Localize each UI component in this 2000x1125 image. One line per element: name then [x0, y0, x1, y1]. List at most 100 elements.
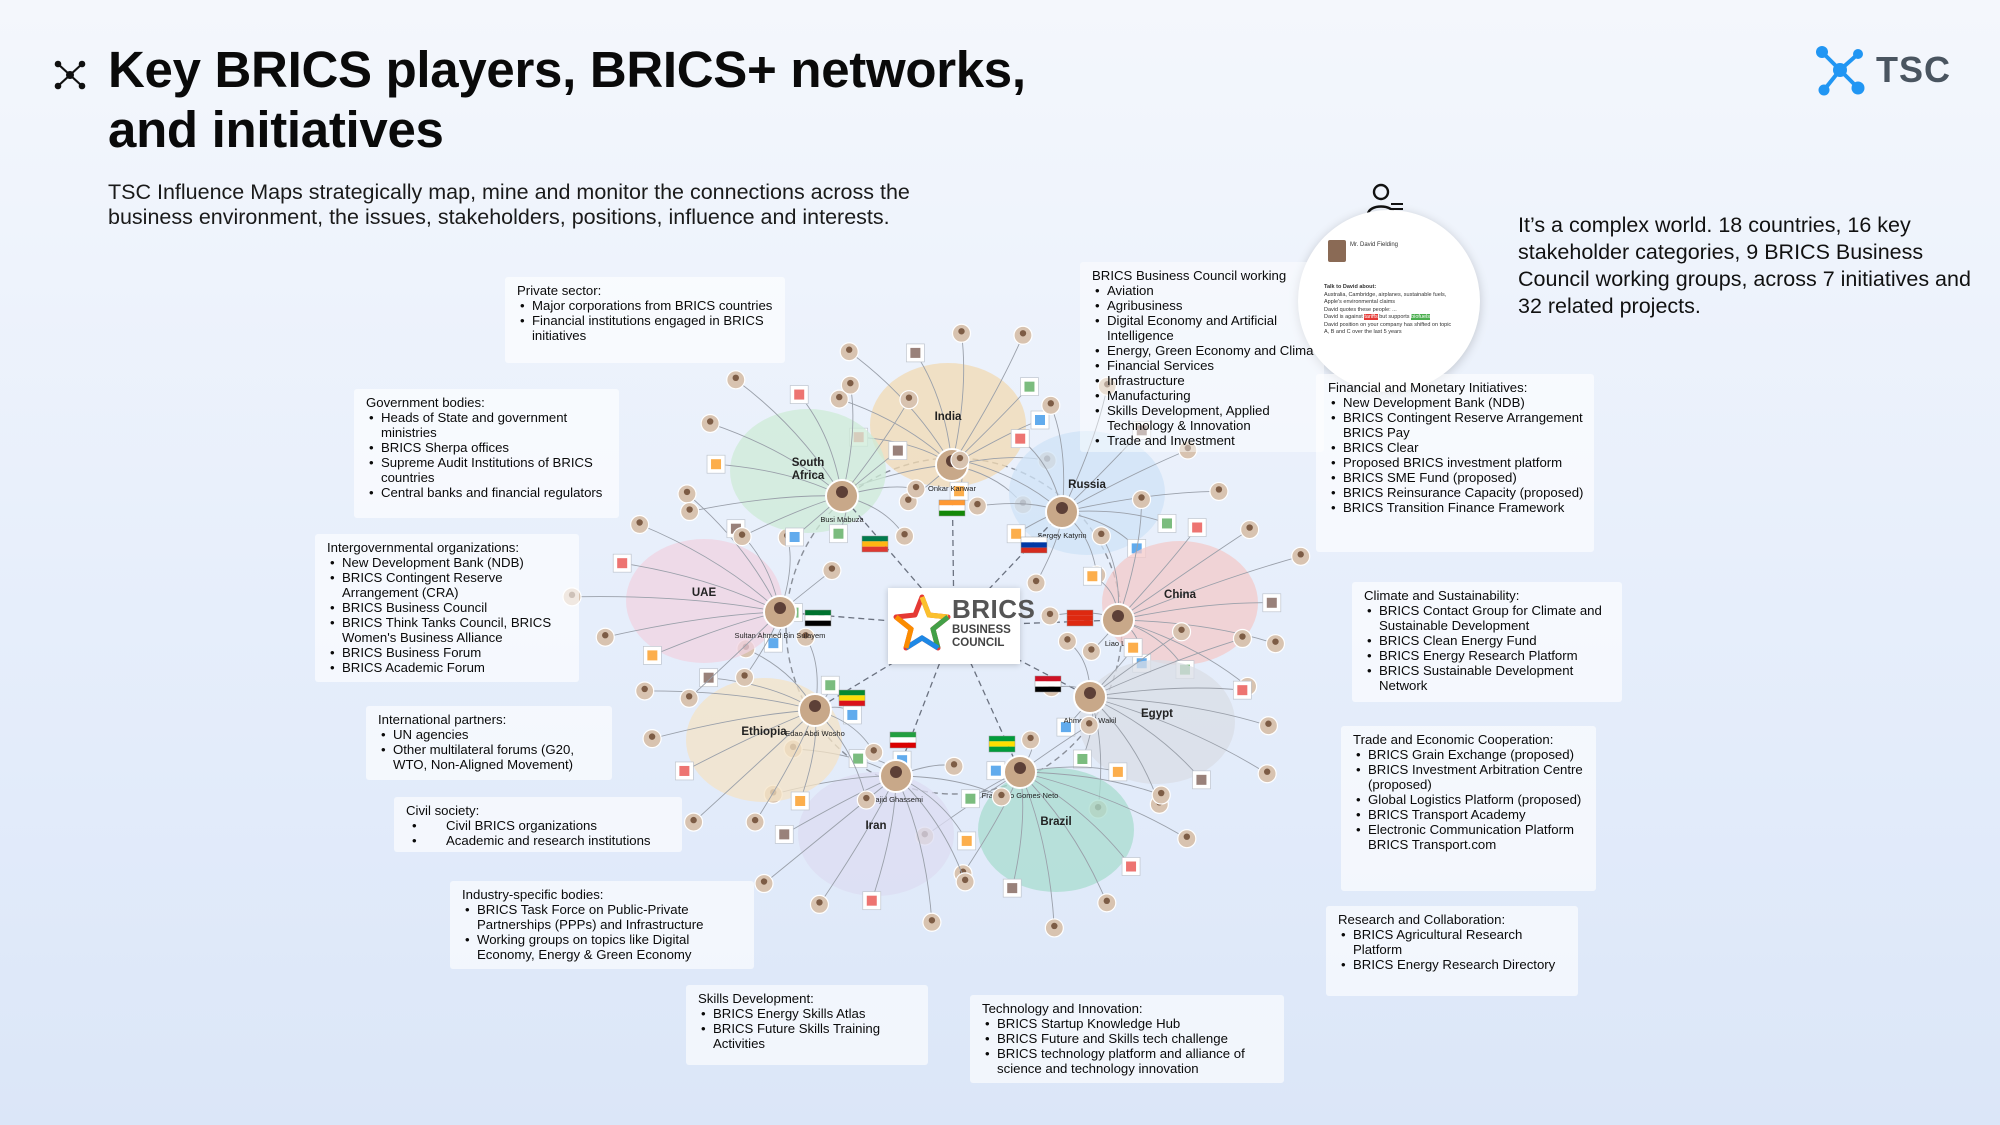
stakeholder-avatar-head	[863, 794, 870, 802]
edge-egypt	[1089, 696, 1269, 727]
flag-stripe	[939, 500, 965, 506]
flag-stripe	[1067, 610, 1093, 616]
panel-list: Heads of State and government ministries…	[366, 410, 609, 500]
edge-brazil	[1019, 771, 1162, 796]
flag-brazil-icon	[988, 735, 1016, 753]
stakeholder-profile-preview[interactable]: Mr. David Fielding Talk to David about: …	[1298, 210, 1480, 392]
panel-list-item: Heads of State and government ministries	[369, 410, 609, 440]
panel-heading: Industry-specific bodies:	[462, 887, 604, 902]
edge-uae	[571, 596, 781, 613]
panel-intergovernmental: Intergovernmental organizations: New Dev…	[315, 534, 579, 682]
organization-logo-mark	[1266, 597, 1277, 608]
stakeholder-avatar-head	[974, 500, 981, 508]
panel-trade-cooperation: Trade and Economic Cooperation: BRICS Gr…	[1341, 726, 1596, 891]
organization-logo-mark	[679, 765, 690, 776]
stakeholder-avatar-head	[1027, 734, 1034, 742]
cluster-brazil	[978, 768, 1134, 892]
panel-list-item: Financial Services	[1095, 358, 1314, 373]
flag-stripe	[1021, 547, 1047, 553]
panel-heading: Private sector:	[517, 283, 602, 298]
lead-person-name-ethiopia: Edao Abdi Wosho	[785, 729, 845, 738]
edge-ethiopia	[644, 690, 816, 711]
lead-person-name-south_africa: Busi Mabuza	[820, 515, 864, 524]
stakeholder-avatar-head	[901, 530, 908, 538]
organization-logo-mark	[990, 765, 1001, 776]
lead-person-head	[774, 602, 786, 614]
organization-logo-mark	[794, 389, 805, 400]
lead-person-name-uae: Sultan Ahmed Bin Sulayem	[735, 631, 826, 640]
panel-list-item: BRICS Think Tanks Council, BRICS Women's…	[330, 615, 569, 645]
country-label-russia: Russia	[1068, 479, 1106, 491]
tsc-logo: TSC	[1808, 40, 1951, 100]
spoke-china	[953, 619, 1119, 627]
stakeholder-avatar-head	[998, 791, 1005, 799]
stakeholder-avatar-head	[1019, 330, 1027, 337]
panel-list-item: Skills Development, Applied Technology &…	[1095, 403, 1314, 433]
brics-logo-business: BUSINESS	[952, 624, 1011, 636]
panel-list: New Development Bank (NDB)BRICS Continge…	[1328, 395, 1584, 515]
flag-china-icon	[1066, 609, 1094, 627]
flag-stripe	[1021, 542, 1047, 548]
panel-list-item: Civil BRICS organizations	[412, 818, 672, 833]
flag-stripe	[989, 746, 1015, 752]
organization-logo-mark	[789, 531, 800, 542]
lead-person-head	[836, 486, 848, 498]
stakeholder-avatar-head	[602, 632, 609, 639]
stakeholder-avatar-head	[741, 672, 748, 679]
flag-stripe	[939, 510, 965, 516]
organization-logo-mark	[1126, 861, 1137, 872]
stakeholder-avatar-head	[928, 917, 936, 924]
edge-china	[1117, 619, 1248, 687]
cluster-egypt	[1079, 660, 1235, 784]
flag-stripe	[1035, 681, 1061, 687]
panel-list: BRICS Energy Skills AtlasBRICS Future Sk…	[698, 1006, 918, 1051]
panel-heading: Financial and Monetary Initiatives:	[1328, 380, 1528, 395]
flag-uae-icon	[804, 609, 832, 627]
organization-logo-mark	[1196, 774, 1207, 785]
organization-logo-mark	[910, 347, 921, 358]
panel-list-item: Major corporations from BRICS countries	[520, 298, 775, 313]
edge-russia	[1061, 386, 1108, 513]
panel-list: BRICS Agricultural Research PlatformBRIC…	[1338, 927, 1568, 972]
edge-china	[1117, 555, 1301, 621]
panel-list-item: Manufacturing	[1095, 388, 1314, 403]
panel-list-item: BRICS Clear	[1331, 440, 1584, 455]
subtitle-line1: TSC Influence Maps strategically map, mi…	[108, 180, 910, 204]
network-nodes-icon	[54, 60, 86, 90]
stakeholder-avatar-head	[738, 531, 746, 538]
stakeholder-avatar-head	[685, 693, 693, 700]
panel-list-item: BRICS Transport Academy	[1356, 807, 1586, 822]
organization-logo-mark	[703, 672, 714, 683]
country-label-ethiopia: Ethiopia	[741, 726, 787, 738]
stakeholder-avatar-head	[706, 418, 714, 425]
panel-list-item: Aviation	[1095, 283, 1314, 298]
flag-india-icon	[938, 499, 966, 517]
organization-logo-mark	[711, 459, 722, 470]
stakeholder-avatar-head	[870, 747, 877, 754]
panel-list-item: BRICS Business Forum	[330, 645, 569, 660]
flag-iran-icon	[889, 731, 917, 749]
lead-person-name-russia: Sergey Katyrin	[1037, 531, 1086, 540]
panel-list-item: Proposed BRICS investment platform	[1331, 455, 1584, 470]
stakeholder-avatar-head	[912, 483, 920, 491]
stakeholder-avatar-head	[1098, 530, 1105, 538]
organization-logo-mark	[1015, 433, 1026, 444]
lead-person-name-brazil: Francisco Gomes Neto	[982, 791, 1059, 800]
stakeholder-avatar-head	[961, 876, 969, 884]
profile-name: Mr. David Fielding	[1350, 242, 1399, 248]
profile-avatar	[1328, 240, 1346, 262]
panel-list-item: BRICS Task Force on Public-Private Partn…	[465, 902, 744, 932]
panel-list-item: BRICS Investment Arbitration Centre (pro…	[1356, 762, 1586, 792]
flag-stripe	[1021, 537, 1047, 543]
country-label-egypt: Egypt	[1141, 708, 1173, 720]
panel-private-sector: Private sector: Major corporations from …	[505, 277, 785, 363]
stakeholder-avatar-head	[686, 506, 693, 513]
panel-list-item: Agribusiness	[1095, 298, 1314, 313]
panel-list-item: BRICS Academic Forum	[330, 660, 569, 675]
flag-stripe	[862, 541, 888, 547]
flag-russia-icon	[1020, 536, 1048, 554]
flag-stripe	[1035, 676, 1061, 682]
